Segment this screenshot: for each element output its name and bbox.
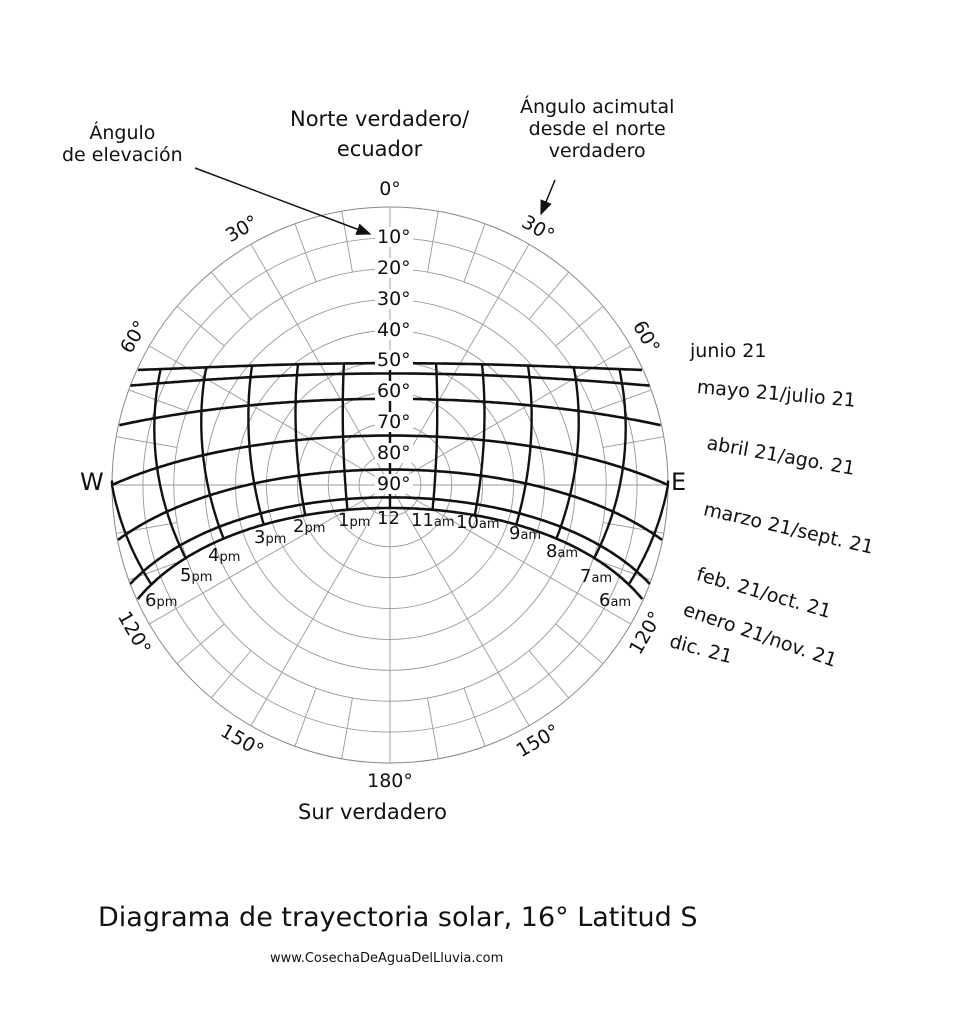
north-label: Norte verdadero/ecuador bbox=[290, 107, 470, 161]
azimuth-line bbox=[427, 211, 439, 273]
elevation-label: 30° bbox=[375, 287, 413, 310]
azimuth-line bbox=[210, 650, 252, 699]
hour-line bbox=[153, 369, 187, 559]
azimuth-line bbox=[116, 436, 178, 448]
hour-line bbox=[110, 480, 153, 586]
azimuth-line bbox=[210, 271, 252, 320]
hour-label: 10am bbox=[456, 512, 500, 533]
azimuth-line bbox=[149, 484, 391, 625]
hour-number: 8 bbox=[546, 541, 558, 562]
hour-label: 4pm bbox=[208, 545, 240, 566]
azimuth-line bbox=[528, 271, 570, 320]
hour-suffix: pm bbox=[304, 521, 326, 536]
azimuth-line bbox=[463, 223, 486, 282]
azimuth-line bbox=[294, 223, 317, 282]
hour-number: 3 bbox=[254, 527, 266, 548]
hour-suffix: pm bbox=[156, 595, 178, 610]
hour-suffix: am bbox=[433, 515, 455, 530]
west-label: W bbox=[80, 468, 104, 496]
azimuth-label: 180° bbox=[367, 770, 413, 792]
elevation-label: 20° bbox=[375, 256, 413, 279]
azimuth-line bbox=[341, 697, 353, 759]
azimuth-line bbox=[602, 522, 664, 534]
azimuth-line bbox=[250, 484, 391, 726]
hour-line bbox=[593, 369, 627, 559]
elevation-arrow bbox=[194, 167, 372, 235]
azimuth-line bbox=[176, 623, 225, 665]
azimuth-line bbox=[555, 305, 604, 347]
hour-number: 12 bbox=[377, 508, 400, 529]
hour-label: 8am bbox=[546, 541, 578, 562]
hour-line bbox=[431, 363, 439, 510]
azimuth-line bbox=[294, 688, 317, 747]
elevation-label: 50° bbox=[375, 349, 413, 372]
hour-label: 7am bbox=[580, 566, 612, 587]
hour-suffix: am bbox=[520, 528, 542, 543]
hour-number: 4 bbox=[208, 545, 220, 566]
hour-label: 2pm bbox=[293, 516, 325, 537]
azimuth-line bbox=[555, 623, 604, 665]
hour-line bbox=[341, 363, 349, 510]
hour-number: 6 bbox=[599, 590, 611, 611]
azimuth-label: 0° bbox=[379, 178, 401, 200]
azimuth-line bbox=[341, 211, 353, 273]
hour-line bbox=[473, 364, 486, 516]
hour-number: 6 bbox=[145, 590, 157, 611]
azimuth-line bbox=[463, 688, 486, 747]
hour-number: 10 bbox=[456, 512, 479, 533]
hour-line bbox=[627, 480, 670, 586]
hour-suffix: am bbox=[610, 595, 632, 610]
azimuth-arrow bbox=[540, 179, 556, 216]
hour-label: 1pm bbox=[338, 510, 370, 531]
hour-label: 9am bbox=[509, 523, 541, 544]
hour-suffix: am bbox=[557, 546, 579, 561]
elevation-label: 40° bbox=[375, 318, 413, 341]
azimuth-line bbox=[528, 650, 570, 699]
azimuth-line bbox=[427, 697, 439, 759]
azimuth-line bbox=[602, 436, 664, 448]
hour-number: 2 bbox=[293, 516, 305, 537]
hour-label: 6am bbox=[599, 590, 631, 611]
hour-suffix: pm bbox=[191, 570, 213, 585]
elevation-label: 10° bbox=[375, 225, 413, 248]
hour-number: 1 bbox=[338, 510, 350, 531]
hour-label: 6pm bbox=[145, 590, 177, 611]
elevation-label: 90° bbox=[375, 473, 413, 495]
hour-line bbox=[200, 367, 225, 540]
azimuth-line bbox=[593, 389, 652, 412]
hour-number: 9 bbox=[509, 523, 521, 544]
date-label: junio 21 bbox=[690, 340, 767, 362]
elevation-label: 60° bbox=[375, 380, 413, 403]
azimuth-line bbox=[389, 484, 631, 625]
hour-label: 3pm bbox=[254, 527, 286, 548]
east-label: E bbox=[671, 468, 687, 496]
hour-line bbox=[294, 364, 307, 516]
hour-label: 12 bbox=[377, 508, 400, 529]
hour-suffix: am bbox=[478, 517, 500, 532]
hour-line bbox=[247, 365, 265, 525]
website-url[interactable]: www.CosechaDeAguaDelLluvia.com bbox=[270, 951, 504, 966]
hour-suffix: pm bbox=[219, 550, 241, 565]
hour-number: 7 bbox=[580, 566, 592, 587]
azimuth-line bbox=[389, 484, 530, 726]
south-label: Sur verdadero bbox=[298, 800, 448, 824]
hour-number: 11 bbox=[411, 510, 434, 531]
elevation-label: 80° bbox=[375, 442, 413, 465]
hour-line bbox=[515, 365, 533, 525]
azimuth-line bbox=[116, 522, 178, 534]
hour-line bbox=[555, 367, 580, 540]
diagram-title: Diagrama de trayectoria solar, 16° Latit… bbox=[98, 902, 698, 933]
hour-suffix: pm bbox=[265, 532, 287, 547]
elevation-label: 70° bbox=[375, 411, 413, 434]
hour-suffix: pm bbox=[349, 515, 371, 530]
hour-number: 5 bbox=[180, 565, 192, 586]
hour-label: 5pm bbox=[180, 565, 212, 586]
azimuth-line bbox=[128, 389, 187, 412]
hour-label: 11am bbox=[411, 510, 455, 531]
hour-suffix: am bbox=[591, 571, 613, 586]
azimuth-line bbox=[176, 305, 225, 347]
